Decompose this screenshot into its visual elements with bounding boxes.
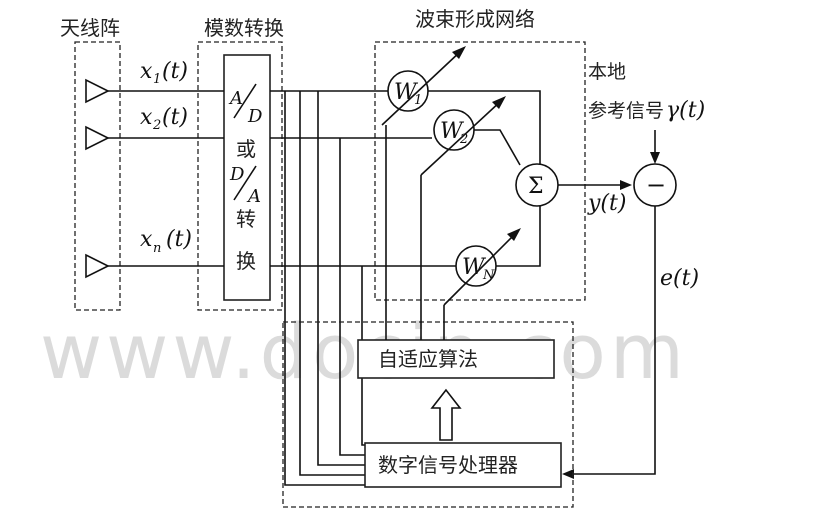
beamforming-network-label: 波束形成网络 [415, 7, 535, 31]
beamforming-network-region [374, 41, 586, 301]
weight-w2: W 2 [420, 96, 506, 176]
da-slash [233, 165, 257, 201]
ad-slash [233, 83, 257, 119]
svg-text:(t): (t) [162, 59, 188, 84]
svg-text:(t): (t) [166, 227, 192, 252]
antenna-1-icon [85, 78, 110, 104]
antenna-array-label: 天线阵 [60, 16, 120, 40]
svg-text:x: x [140, 105, 153, 130]
svg-text:N: N [482, 268, 495, 283]
tap-line-2 [299, 91, 365, 476]
antenna-2-icon [85, 125, 110, 151]
tap-line-4 [339, 138, 365, 456]
error-label: e(t) [660, 266, 699, 291]
tap-line-3 [317, 91, 365, 466]
adaptive-algorithm-box [357, 339, 555, 379]
tap-line-1 [284, 91, 365, 486]
error-arrow-head [562, 469, 574, 479]
dsp-label: 数字信号处理器 [378, 453, 518, 477]
x1-label: x 1 (t) [140, 59, 188, 87]
svg-text:W: W [394, 80, 419, 105]
local-reference-label-line1: 本地 [588, 61, 626, 83]
svg-text:2: 2 [152, 118, 161, 133]
svg-text:1: 1 [153, 72, 161, 87]
reference-signal-symbol: γ(t) [666, 98, 705, 123]
summer-node: Σ [515, 163, 559, 207]
svg-text:−: − [646, 171, 666, 199]
dsp-box [364, 442, 562, 488]
ad-d-letter: D [247, 106, 263, 127]
wn-to-sum [496, 205, 541, 267]
subtractor-node: − [633, 163, 677, 207]
ad-conversion-label: 模数转换 [204, 16, 284, 40]
svg-text:x: x [140, 59, 153, 84]
da-a-letter: A [246, 186, 261, 207]
antenna-array-region [74, 41, 121, 311]
weight-wn: W N [443, 228, 521, 306]
svg-text:2: 2 [459, 132, 468, 147]
local-reference-label-line2: 参考信号 [588, 100, 664, 122]
ad-da-converter-box [223, 54, 271, 301]
sum-arrow-head [620, 180, 632, 190]
ad-a-letter: A [228, 88, 243, 109]
adaptive-processor-region [282, 321, 574, 508]
svg-text:W: W [462, 255, 487, 280]
w1-to-sum [428, 90, 541, 165]
svg-text:1: 1 [414, 93, 422, 108]
antenna-n-icon [85, 253, 110, 279]
da-d-letter: D [229, 164, 245, 185]
x2-label: x 2 (t) [140, 105, 188, 133]
tap-line-5 [361, 266, 365, 446]
hollow-up-arrow-icon [430, 388, 462, 441]
converter-or-text: 或 [236, 137, 256, 161]
reference-arrow-head [650, 152, 660, 164]
xn-label: x n (t) [140, 227, 192, 256]
ad-conversion-region [197, 41, 283, 311]
svg-text:n: n [153, 241, 161, 256]
weight-w1: W 1 [381, 46, 466, 126]
converter-huan-text: 换 [236, 249, 256, 273]
svg-text:x: x [140, 227, 153, 252]
output-y-label: y(t) [587, 191, 626, 216]
error-feedback-line [572, 206, 656, 475]
w2-to-sum [474, 129, 521, 166]
svg-text:W: W [440, 119, 465, 144]
converter-zhuan-text: 转 [236, 207, 256, 231]
svg-text:(t): (t) [162, 105, 188, 130]
svg-text:Σ: Σ [528, 174, 544, 199]
adaptive-algorithm-label: 自适应算法 [378, 347, 478, 371]
